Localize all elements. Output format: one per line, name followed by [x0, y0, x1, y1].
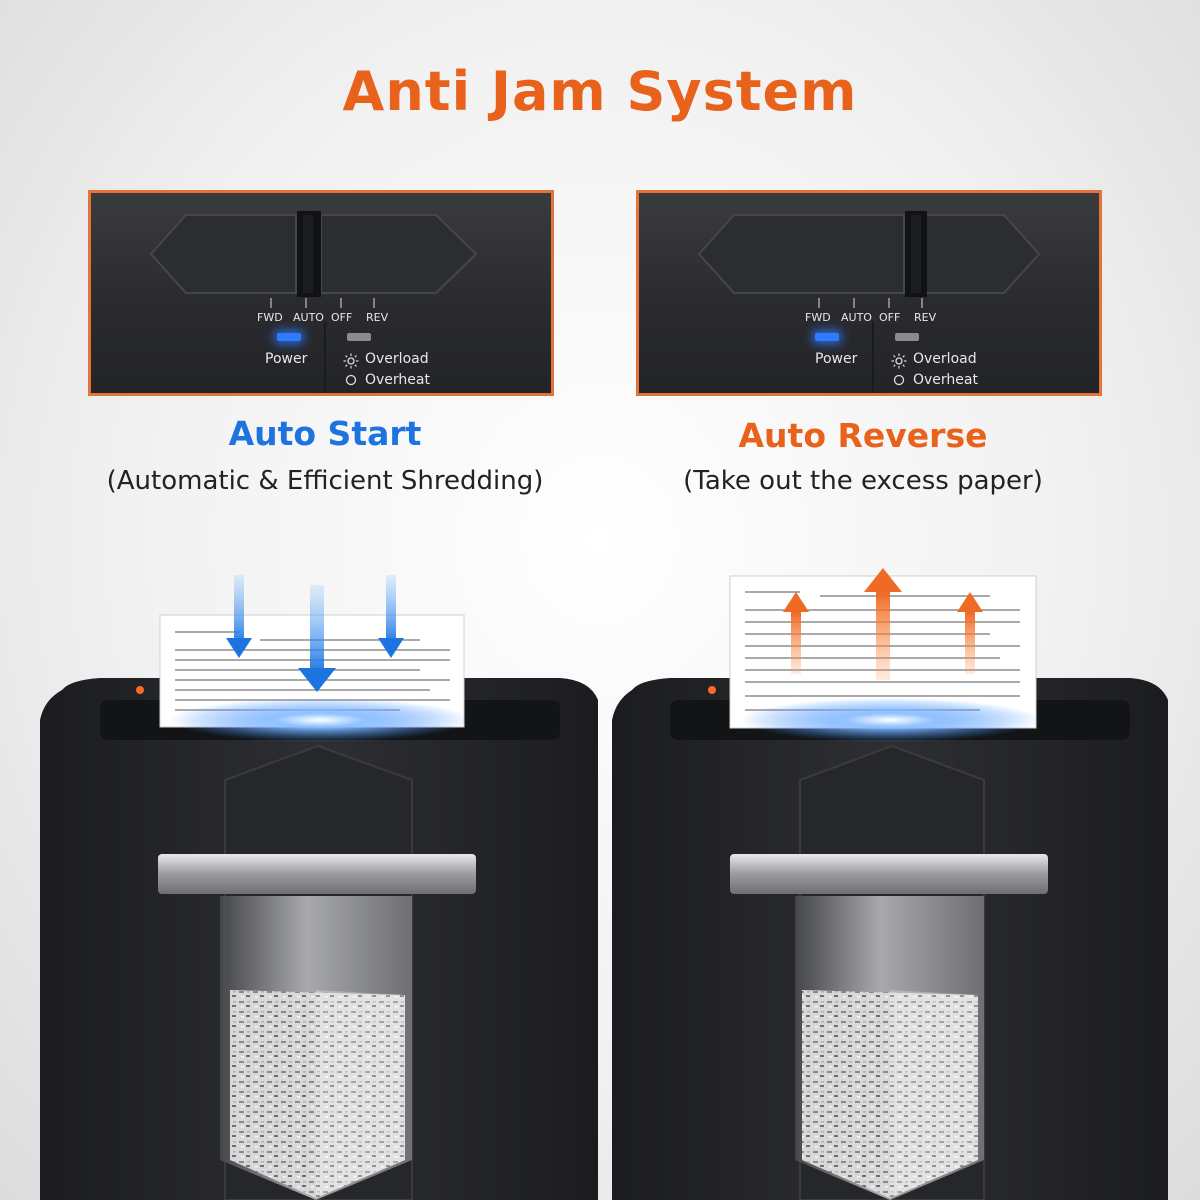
switch-label-off: OFF	[879, 311, 901, 324]
switch-label-auto: AUTO	[841, 311, 872, 324]
feature-description-auto-start: (Automatic & Efficient Shredding)	[106, 466, 544, 496]
power-label: Power	[265, 351, 308, 367]
circle-icon	[893, 374, 905, 386]
switch-label-fwd: FWD	[257, 311, 283, 324]
feature-heading-auto-start: Auto Start	[228, 414, 422, 453]
page-title: Anti Jam System	[342, 60, 858, 123]
arrow-up-icon	[783, 592, 809, 674]
overheat-label: Overheat	[365, 372, 430, 388]
power-led	[277, 333, 301, 341]
switch-label-rev: REV	[366, 311, 389, 324]
feature-description-auto-reverse: (Take out the excess paper)	[683, 466, 1043, 496]
rocker-switch[interactable]	[639, 193, 1102, 396]
arrow-down-icon	[226, 575, 252, 658]
overheat-label: Overheat	[913, 372, 978, 388]
arrow-down-icon	[378, 575, 404, 658]
overload-label: Overload	[365, 351, 429, 367]
status-led	[347, 333, 371, 341]
arrow-down-icon	[298, 585, 336, 692]
shredder-right	[612, 568, 1168, 1200]
control-panel-auto-start: FWD AUTO OFF REV Power Overload Overheat	[88, 190, 554, 396]
power-label: Power	[815, 351, 858, 367]
sun-icon	[891, 353, 907, 369]
circle-icon	[345, 374, 357, 386]
shredder-left	[40, 575, 598, 1200]
arrow-up-icon	[957, 592, 983, 674]
switch-label-off: OFF	[331, 311, 353, 324]
switch-label-auto: AUTO	[293, 311, 324, 324]
power-led	[815, 333, 839, 341]
control-panel-auto-reverse: FWD AUTO OFF REV Power Overload Overheat	[636, 190, 1102, 396]
sun-icon	[343, 353, 359, 369]
overload-label: Overload	[913, 351, 977, 367]
status-led	[895, 333, 919, 341]
arrow-up-icon	[864, 568, 902, 680]
shredders-illustration	[40, 568, 1168, 1200]
feature-heading-auto-reverse: Auto Reverse	[738, 416, 988, 455]
rocker-switch[interactable]	[91, 193, 554, 396]
switch-label-fwd: FWD	[805, 311, 831, 324]
switch-label-rev: REV	[914, 311, 937, 324]
